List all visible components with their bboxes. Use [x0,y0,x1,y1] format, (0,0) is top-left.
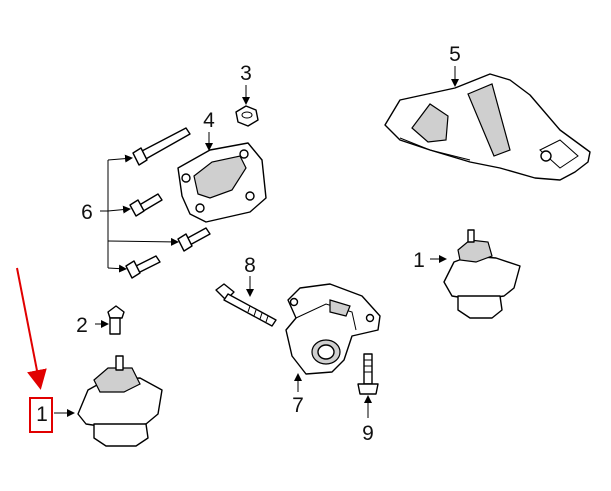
callout-9: 9 [362,422,374,445]
highlight-box [29,397,53,433]
part-3-nut [235,105,259,127]
highlight-arrow [16,267,47,390]
callout-5: 5 [449,43,461,66]
callout-4: 4 [203,109,215,132]
callout-1-left: 1 [36,403,48,426]
callout-6: 6 [81,201,93,224]
part-9-stud [357,353,379,395]
callout-2: 2 [76,314,88,337]
part-7-mount [285,283,381,375]
highlight-annotation [16,267,53,433]
part-1-mount-left [77,355,163,447]
callout-3: 3 [240,62,252,85]
leader-lines [54,66,459,418]
callout-8: 8 [244,254,256,277]
part-5-shield [384,73,591,181]
callout-7: 7 [292,394,304,417]
callout-labels: 3 4 5 6 8 2 7 9 1 1 [36,43,461,445]
part-8-bolt [215,283,277,327]
part-6-bolts [125,127,211,279]
callout-1-right: 1 [413,249,425,272]
part-2-bolt [107,305,125,335]
part-1-mount-right [443,229,521,319]
part-4-bracket [177,142,267,223]
